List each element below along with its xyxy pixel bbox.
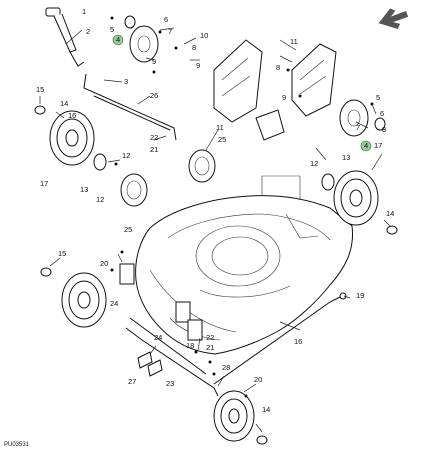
callout-24b: 24 [154,333,162,342]
gear-25-center [188,149,216,183]
callout-16b: 16 [294,337,302,346]
bracket-24-right [187,319,203,341]
callout-7b: 7 [356,123,360,132]
callout-6b: 6 [380,109,384,118]
gear-plate-top-left [129,25,159,63]
callout-28: 28 [222,363,230,372]
callout-22b: 22 [206,333,214,342]
callout-9b: 9 [196,61,200,70]
callout-9a: 9 [152,57,156,66]
hardware-washers [34,16,398,445]
callout-26: 26 [150,91,158,100]
callout-20b: 20 [254,375,262,384]
callout-3: 3 [124,77,128,86]
callout-10: 10 [200,31,208,40]
callout-25b: 25 [218,135,226,144]
height-adjust-rod-16 [213,292,347,385]
callout-1: 1 [82,7,86,16]
drive-bracket-right [291,43,337,117]
callout-11a: 11 [290,37,298,46]
callout-20a: 20 [100,259,108,268]
callout-9c: 9 [282,93,286,102]
callout-12a: 12 [122,151,130,160]
bracket-24-left [119,263,135,285]
highlight-marker-right [360,140,372,152]
callout-2: 2 [86,27,90,36]
wheel-rear-left [61,272,107,328]
callout-12c: 12 [310,159,318,168]
gear-plate-right [339,99,369,137]
leader-lines [39,27,391,433]
callout-11b: 11 [216,123,224,132]
callout-7a: 7 [168,27,172,36]
transmission-housing [213,39,263,123]
callout-16a: 16 [68,111,76,120]
front-axle-rod [83,73,177,141]
wheel-front-left [49,110,95,166]
callout-14a: 14 [60,99,68,108]
orientation-arrow-icon [378,8,409,29]
callout-19: 19 [356,291,364,300]
callout-4a: 4 [116,35,120,44]
callout-21a: 21 [150,145,158,154]
gear-13-right [321,173,335,191]
callout-21b: 21 [206,343,214,352]
callout-24a: 24 [110,299,118,308]
gear-25-left [120,173,148,207]
callout-23: 23 [166,379,174,388]
callout-4b: 4 [364,141,368,150]
wheel-front-right [333,170,379,226]
figure-code: PU03531 [4,442,30,448]
callout-25a: 25 [124,225,132,234]
callout-15a: 15 [36,85,44,94]
callout-22a: 22 [150,133,158,142]
bracket-24-center [175,301,191,323]
gear-13-left [93,153,107,171]
callout-5a: 5 [110,25,114,34]
callout-17b: 17 [374,141,382,150]
highlight-marker-top [112,34,124,46]
drive-bracket-center [255,109,285,141]
callout-8a: 8 [192,43,196,52]
handle-lever [45,7,85,67]
rear-axle-rod [125,317,219,397]
callout-13a: 13 [80,185,88,194]
callout-5b: 5 [376,93,380,102]
callout-14b: 14 [386,209,394,218]
bearing-top-left [124,15,136,29]
callout-17a: 17 [40,179,48,188]
wheel-rear-right [213,390,255,442]
callout-8b: 8 [276,63,280,72]
bearing-right [374,117,386,131]
callout-18: 18 [186,341,194,350]
mower-deck [135,175,354,355]
callout-27: 27 [128,377,136,386]
callout-labels: 1 2 3 4 4 5 5 6 6 7 7 8 8 8 9 9 9 10 11 … [36,7,394,414]
callout-13b: 13 [342,153,350,162]
callout-14c: 14 [262,405,270,414]
callout-8c: 8 [382,125,386,134]
callout-15b: 15 [58,249,66,258]
clip-27 [137,351,163,377]
callout-12b: 12 [96,195,104,204]
callout-6a: 6 [164,15,168,24]
